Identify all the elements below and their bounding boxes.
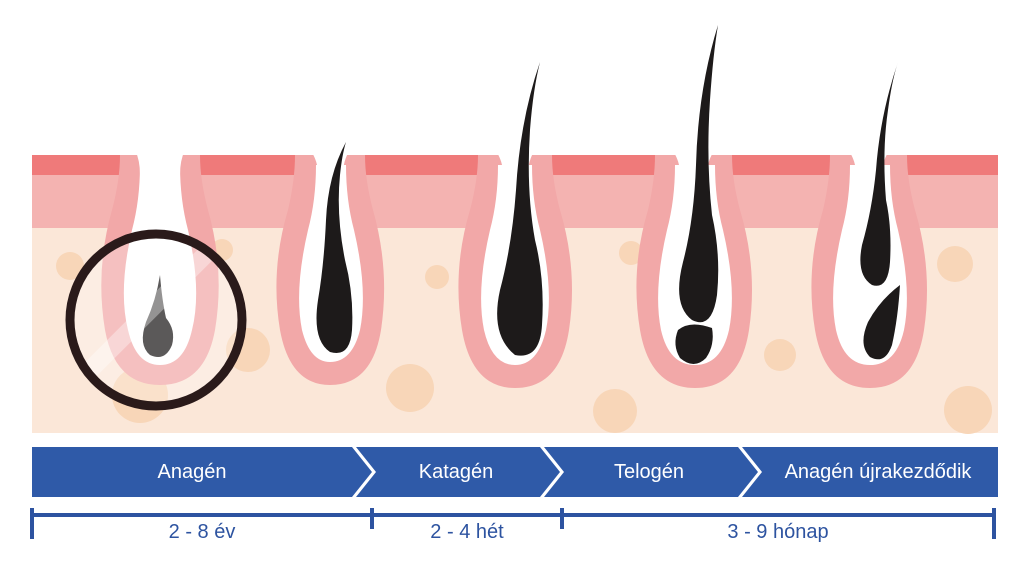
- duration-label-anagen: 2 - 8 év: [168, 521, 236, 543]
- catagen-hair: [316, 142, 353, 354]
- fat-cells: [56, 239, 992, 434]
- phase-label-anagen-restart: Anagén újrakezdődik: [784, 461, 972, 483]
- phase-labels: Anagén Katagén Telogén Anagén újrakezdőd…: [0, 447, 1024, 497]
- phase-segment-katagen: [356, 447, 560, 497]
- magnifier-ring-icon: [65, 229, 247, 411]
- phase-label-telogen: Telogén: [613, 461, 685, 483]
- phase-segment-anagen: [32, 447, 372, 497]
- phase-label-katagen: Katagén: [418, 461, 494, 483]
- phase-segment-anagen-restart: [742, 447, 998, 497]
- duration-labels: 2 - 8 év 2 - 4 hét 3 - 9 hónap: [0, 515, 1024, 549]
- restart-hair-2-new: [863, 285, 900, 360]
- duration-label-telogen: 3 - 9 hónap: [727, 521, 829, 543]
- restart-hair-1: [679, 25, 719, 323]
- phase-segment-telogen: [544, 447, 758, 497]
- hair-follicle-illustration: [32, 25, 998, 434]
- telogen-hair: [497, 62, 543, 356]
- phase-bar: [32, 447, 998, 497]
- restart-hair-1-new: [675, 324, 713, 364]
- phase-label-anagen: Anagén: [157, 461, 227, 483]
- duration-label-katagen: 2 - 4 hét: [430, 521, 504, 543]
- restart-hair-2: [860, 62, 898, 286]
- anagen-hair-bulb: [142, 275, 174, 358]
- duration-timeline: [30, 508, 996, 539]
- hairs: [142, 25, 900, 364]
